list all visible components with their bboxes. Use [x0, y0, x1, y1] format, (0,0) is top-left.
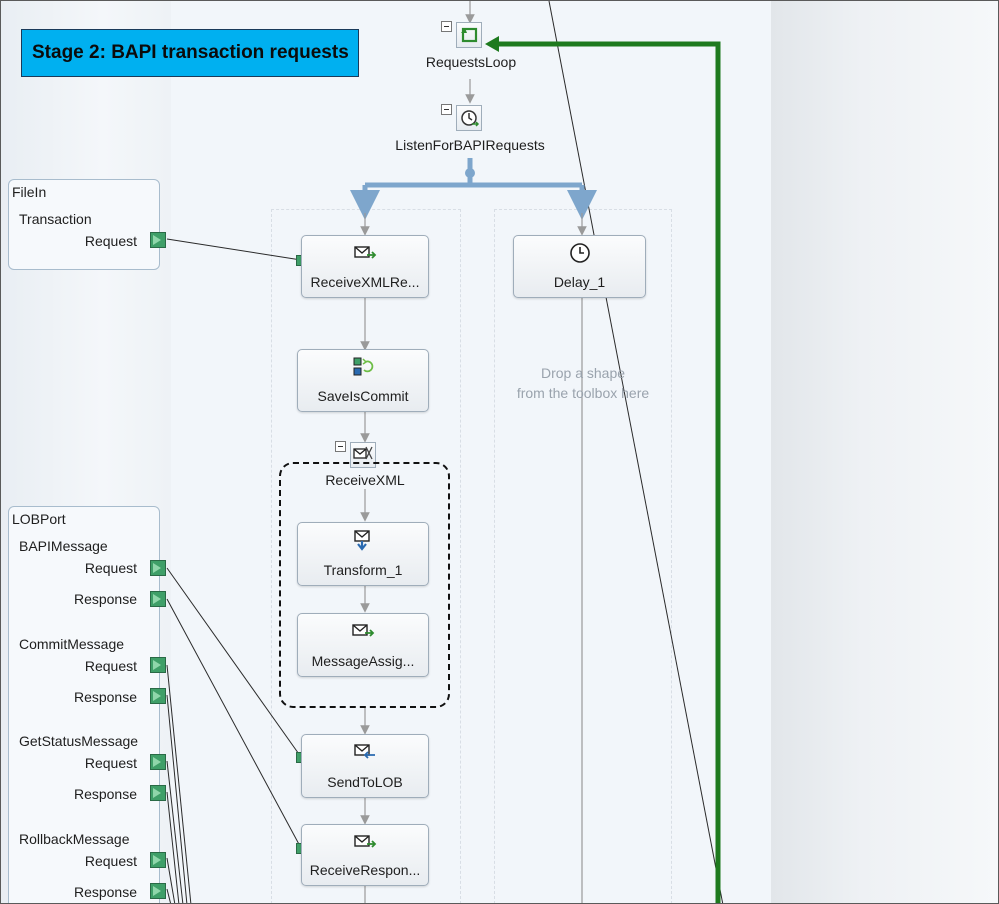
receive-xml-request-shape[interactable]: ReceiveXMLRe...	[301, 235, 429, 298]
receive-xml-request-label: ReceiveXMLRe...	[310, 274, 420, 290]
receive-response-shape[interactable]: ReceiveRespon...	[301, 824, 429, 886]
port-connector-commit-response[interactable]	[150, 688, 166, 704]
operation-commitmessage: CommitMessage	[19, 636, 125, 652]
listen-label: ListenForBAPIRequests	[395, 137, 545, 153]
send-message-icon	[354, 744, 375, 759]
expression-icon	[353, 357, 374, 376]
receive-message-icon	[354, 246, 377, 259]
port-lobport[interactable]: LOBPort BAPIMessage Request Response Com…	[8, 506, 166, 903]
construct-message-label: ReceiveXML	[325, 472, 405, 488]
message-assignment-icon	[352, 624, 375, 637]
drop-hint-line2: from the toolbox here	[516, 385, 650, 401]
save-is-commit-shape[interactable]: SaveIsCommit	[297, 349, 429, 412]
port-connector-bapi-response[interactable]	[150, 591, 166, 607]
message-assignment-shape[interactable]: MessageAssig...	[297, 613, 429, 677]
operation-bapimessage: BAPIMessage	[19, 538, 108, 554]
message-response: Response	[73, 591, 137, 607]
message-response: Response	[73, 786, 137, 802]
port-filein-title: FileIn	[12, 184, 47, 200]
stage-title-banner: Stage 2: BAPI transaction requests	[21, 29, 359, 77]
message-request: Request	[84, 560, 137, 576]
loop-icon	[461, 27, 478, 43]
loop-label: RequestsLoop	[425, 54, 517, 70]
transform-label: Transform_1	[323, 562, 403, 578]
delay-label: Delay_1	[553, 274, 606, 290]
message-request: Request	[84, 853, 137, 869]
port-connector-bapi-request[interactable]	[150, 560, 166, 576]
delay-shape[interactable]: Delay_1	[513, 235, 646, 298]
operation-getstatusmessage: GetStatusMessage	[19, 733, 139, 749]
port-connector-filein-request[interactable]	[150, 232, 166, 248]
clock-icon	[569, 243, 590, 263]
receive-message-icon	[354, 835, 377, 848]
listen-clock-icon	[461, 110, 480, 127]
port-binding-line	[548, 1, 724, 903]
operation-rollbackmessage: RollbackMessage	[19, 831, 130, 847]
message-response: Response	[73, 689, 137, 705]
send-to-lob-shape[interactable]: SendToLOB	[301, 734, 429, 798]
drop-shape-hint: Drop a shape from the toolbox here	[483, 363, 683, 403]
listen-shape[interactable]	[456, 105, 482, 131]
receive-response-label: ReceiveRespon...	[309, 862, 421, 878]
transform-icon	[354, 530, 370, 551]
collapse-toggle-loop[interactable]	[441, 21, 452, 32]
message-response: Response	[73, 884, 137, 900]
message-request: Request	[84, 658, 137, 674]
port-connector-rollback-response[interactable]	[150, 883, 166, 899]
port-surface-right	[771, 1, 998, 903]
construct-message-icon	[353, 446, 373, 460]
construct-message-scope	[279, 462, 450, 708]
port-connector-getstatus-response[interactable]	[150, 785, 166, 801]
port-connector-getstatus-request[interactable]	[150, 754, 166, 770]
port-connector-rollback-request[interactable]	[150, 852, 166, 868]
message-request: Request	[84, 755, 137, 771]
message-assignment-label: MessageAssig...	[311, 653, 415, 669]
port-lobport-title: LOBPort	[12, 511, 66, 527]
port-filein[interactable]: FileIn Transaction Request	[8, 179, 166, 270]
loop-shape[interactable]	[456, 22, 482, 48]
drop-hint-line1: Drop a shape	[540, 365, 626, 381]
collapse-toggle-listen[interactable]	[441, 104, 452, 115]
save-is-commit-label: SaveIsCommit	[317, 388, 409, 404]
transform-shape[interactable]: Transform_1	[297, 522, 429, 586]
port-connector-commit-request[interactable]	[150, 657, 166, 673]
message-request: Request	[84, 233, 137, 249]
operation-transaction: Transaction	[19, 211, 92, 227]
send-to-lob-label: SendToLOB	[327, 774, 403, 790]
collapse-toggle-construct[interactable]	[335, 441, 346, 452]
